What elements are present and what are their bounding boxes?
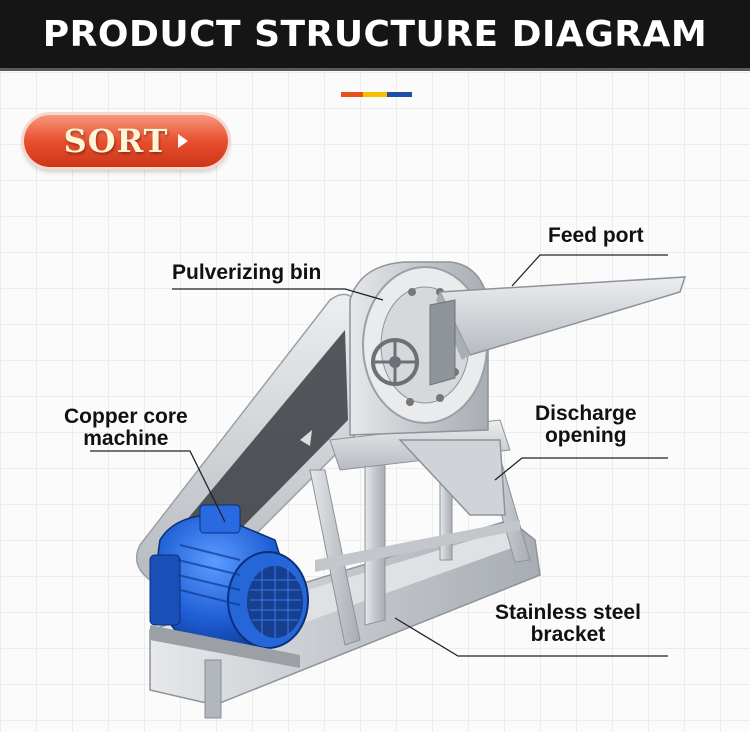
- feed-port-label: Feed port: [548, 225, 644, 247]
- discharge-leader: [494, 457, 668, 481]
- copper-core-machine-label: Copper core machine: [64, 406, 188, 450]
- copper-core-text-line1: Copper core: [64, 405, 188, 428]
- belt-guard: [135, 293, 361, 584]
- page-header: PRODUCT STRUCTURE DIAGRAM: [0, 0, 750, 68]
- pulverizing-bin-text: Pulverizing bin: [172, 261, 322, 284]
- discharge-text-line2: opening: [544, 424, 627, 447]
- callout-leader-lines: [90, 254, 668, 657]
- pulverizing-bin-label: Pulverizing bin: [172, 262, 321, 284]
- pulverizing-bin-leader: [172, 288, 384, 301]
- feed-port-text: Feed port: [548, 224, 644, 247]
- bracket-text-line1: Stainless steel: [495, 601, 641, 624]
- sort-button[interactable]: SORT: [24, 115, 228, 167]
- discharge-text-line1: Discharge: [535, 402, 637, 425]
- accent-bar-yellow: [363, 92, 387, 97]
- play-arrow-icon: [178, 134, 189, 148]
- copper-core-leader: [90, 450, 226, 523]
- bracket-text-line2: bracket: [530, 623, 606, 646]
- sort-button-label: SORT: [63, 122, 169, 160]
- stainless-steel-bracket-label: Stainless steel bracket: [495, 602, 641, 646]
- discharge-chute: [398, 439, 506, 516]
- page-title: PRODUCT STRUCTURE DIAGRAM: [42, 13, 708, 55]
- accent-bar-blue: [387, 92, 412, 97]
- accent-bar-orange: [341, 92, 363, 97]
- copper-core-text-line2: machine: [83, 427, 169, 450]
- discharge-opening-label: Discharge opening: [535, 403, 637, 447]
- feed-port-leader: [511, 254, 668, 287]
- feed-port-hopper: [429, 276, 687, 386]
- copper-core-motor: [149, 504, 309, 668]
- header-divider: [0, 68, 750, 71]
- bracket-leader: [394, 617, 668, 657]
